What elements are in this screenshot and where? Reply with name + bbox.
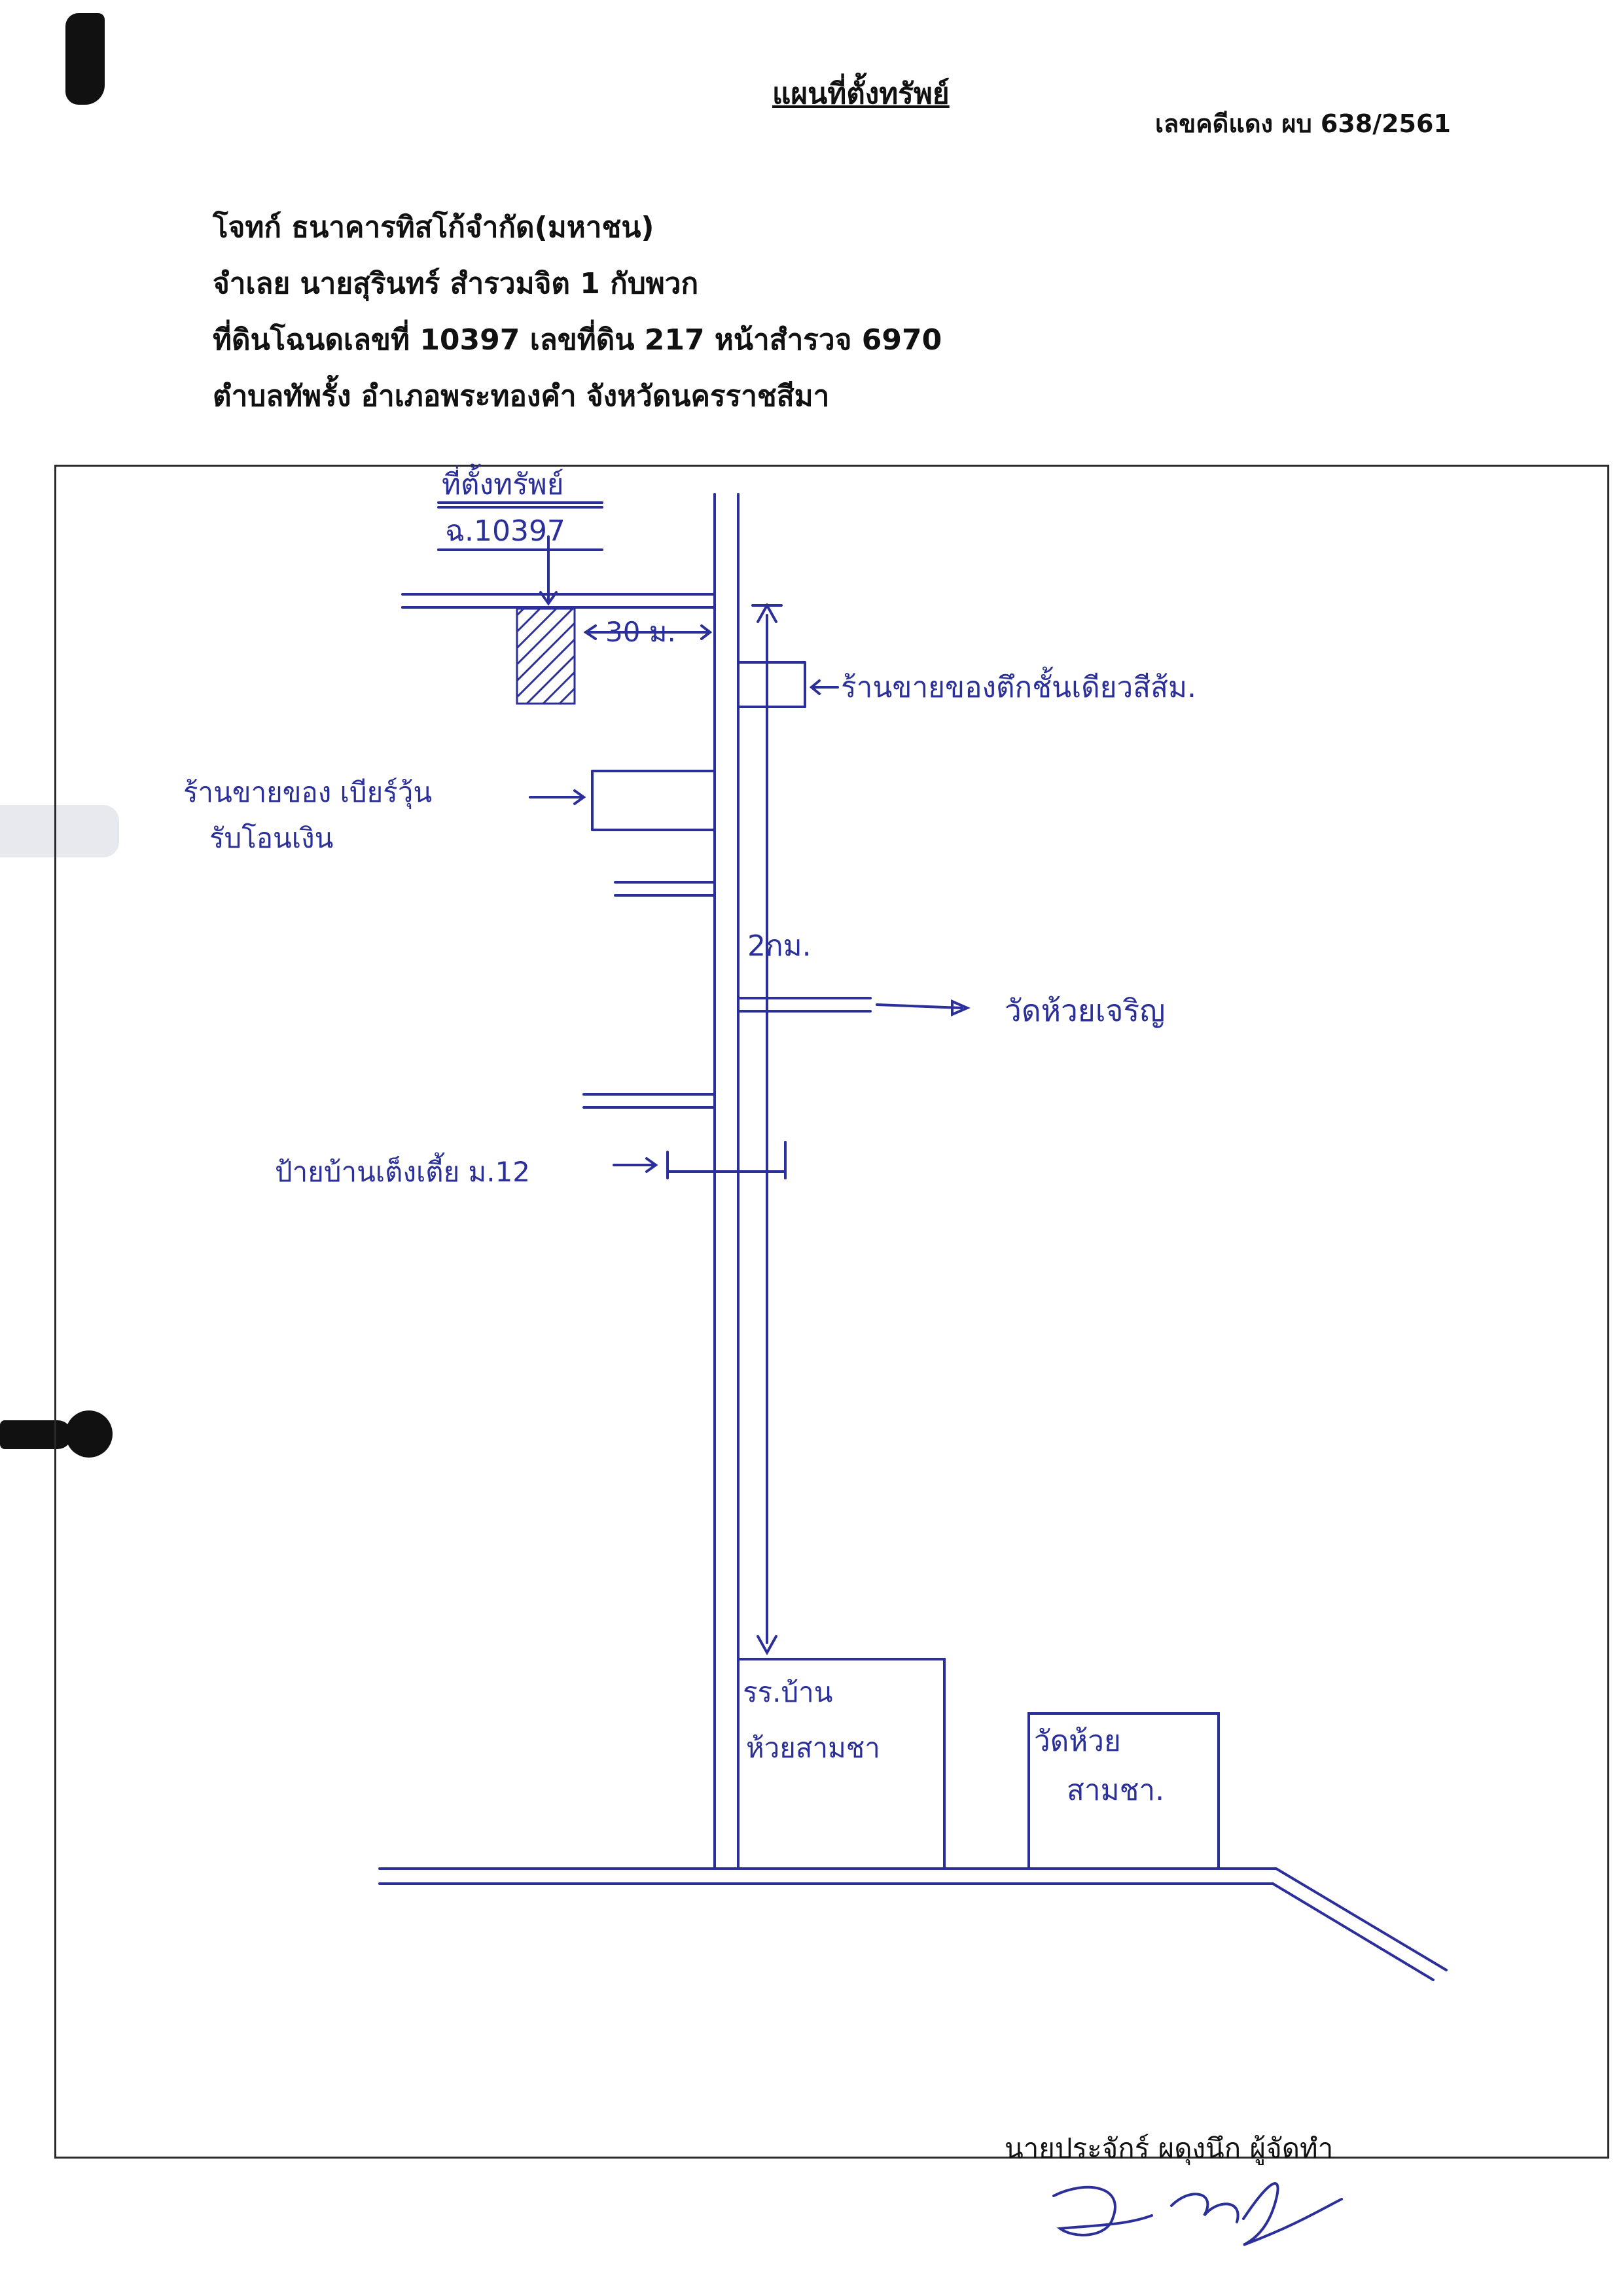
punch-hole-smear — [0, 1420, 72, 1449]
property-lot — [516, 607, 576, 705]
location-line: ตำบลทัพรั้ง อำเภอพระทองคำ จังหวัดนครราชส… — [213, 380, 830, 413]
temple-bottom-label: วัดห้วย — [1034, 1725, 1121, 1758]
school-label-2: ห้วยสามชา — [746, 1732, 880, 1764]
defendant-line: จำเลย นายสุรินทร์ สำรวมจิต 1 กับพวก — [213, 267, 699, 300]
village-sign-label: ป้ายบ้านเต็งเตี้ย ม.12 — [275, 1152, 530, 1188]
temple-building — [1027, 1712, 1220, 1870]
signature — [1052, 2182, 1343, 2246]
temple-right-label: วัดห้วยเจริญ — [1005, 993, 1165, 1028]
prepared-by: นายประจักร์ ผดุงนึก ผู้จัดทำ — [1005, 2132, 1334, 2164]
land-deed-line: ที่ดินโฉนดเลขที่ 10397 เลขที่ดิน 217 หน้… — [213, 323, 942, 357]
property-deed-label: ฉ.10397 — [445, 514, 565, 548]
school-label: รร.บ้าน — [743, 1676, 832, 1708]
property-label: ที่ตั้งทรัพย์ — [442, 463, 563, 501]
shop-right-label: ร้านขายของตึกชั้นเดียวสีส้ม. — [841, 666, 1196, 704]
shop-left-label-2: รับโอนเงิน — [209, 822, 333, 854]
case-number: เลขคดีแดง ผบ 638/2561 — [1155, 109, 1451, 138]
scan-mark-top-left — [65, 13, 105, 105]
plaintiff-line: โจทก์ ธนาคารทิสโก้จำกัด(มหาชน) — [213, 211, 654, 244]
temple-bottom-label-2: สามชา. — [1067, 1774, 1164, 1807]
distance-30m-label: 30 ม. — [605, 616, 676, 648]
map-frame — [54, 465, 1609, 2159]
document-title: แผนที่ตั้งทรัพย์ — [772, 77, 950, 111]
sticky-tab — [0, 805, 119, 857]
punch-hole-mark — [65, 1410, 113, 1458]
distance-2km-label: 2กม. — [747, 929, 812, 963]
school-building — [737, 1658, 946, 1870]
shop-left-label: ร้านขายของ เบียร์วุ้น — [183, 776, 432, 810]
